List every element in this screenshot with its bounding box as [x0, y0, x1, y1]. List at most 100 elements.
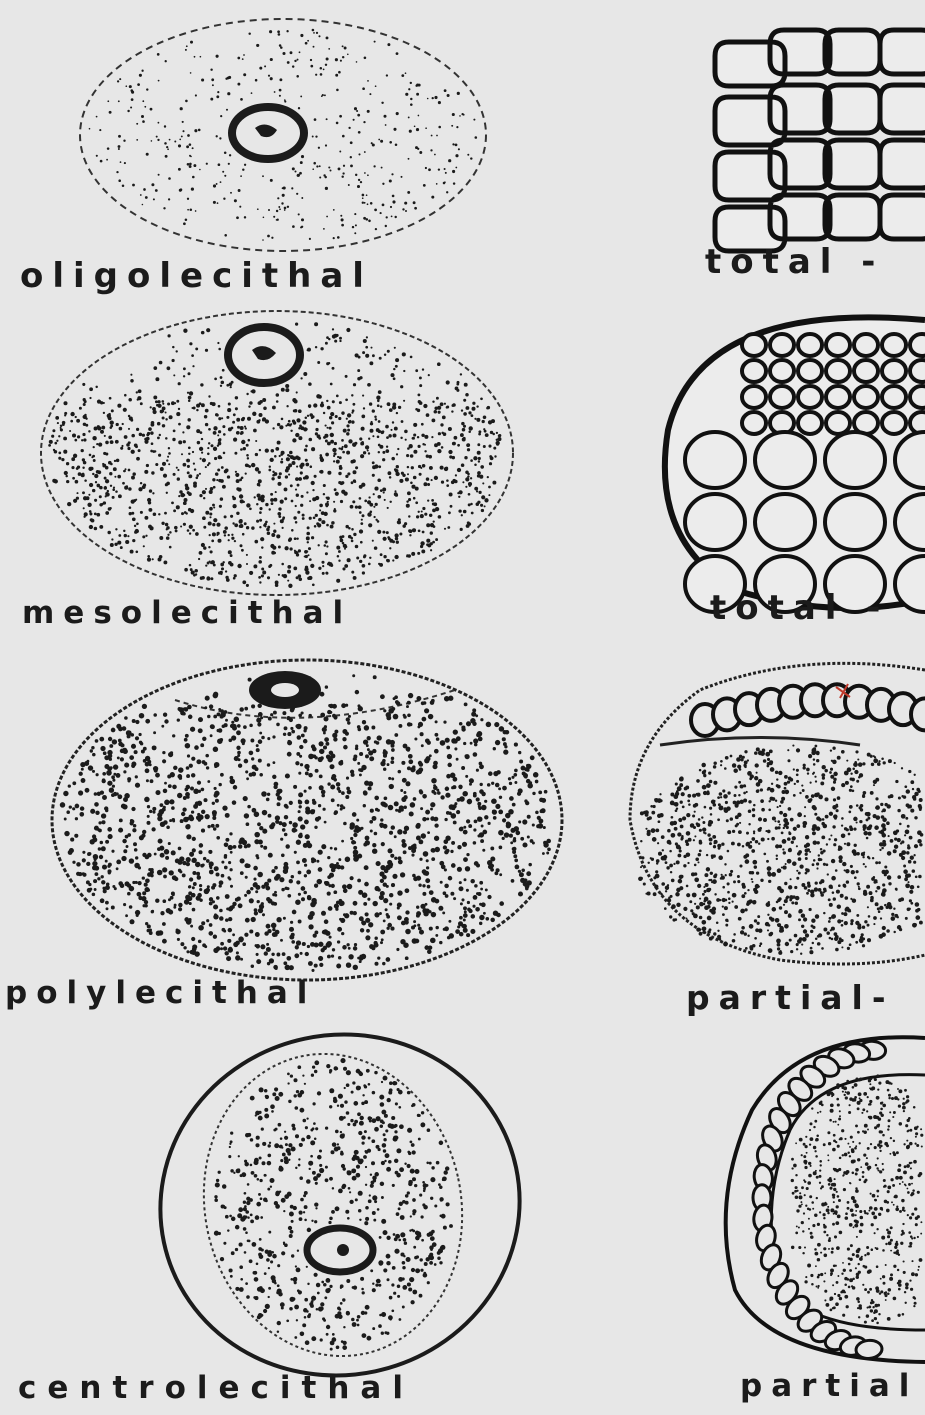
- yolk-dot: [344, 1087, 346, 1089]
- yolk-dot: [817, 841, 820, 844]
- yolk-dot: [343, 822, 347, 826]
- yolk-dot: [777, 868, 782, 873]
- yolk-dot: [226, 416, 229, 419]
- yolk-dot: [151, 140, 153, 142]
- yolk-dot: [314, 1202, 318, 1206]
- yolk-dot: [873, 758, 878, 763]
- yolk-dot: [246, 890, 251, 895]
- yolk-dot: [426, 477, 430, 481]
- yolk-dot: [443, 928, 446, 931]
- yolk-dot: [379, 357, 382, 360]
- yolk-dot: [423, 1187, 426, 1190]
- yolk-dot: [300, 1332, 305, 1337]
- yolk-dot: [311, 481, 315, 485]
- yolk-dot: [188, 715, 193, 720]
- yolk-dot: [124, 534, 127, 537]
- yolk-dot: [168, 784, 172, 788]
- yolk-dot: [117, 475, 121, 479]
- yolk-dot: [681, 792, 685, 796]
- yolk-dot: [522, 842, 527, 847]
- yolk-dot: [400, 1215, 405, 1220]
- yolk-dot: [821, 947, 824, 950]
- yolk-dot: [322, 94, 324, 96]
- yolk-dot: [344, 548, 346, 550]
- yolk-dot: [294, 825, 297, 828]
- yolk-dot: [198, 940, 202, 944]
- yolk-dot: [82, 851, 85, 854]
- yolk-dot: [302, 1323, 306, 1327]
- yolk-dot: [192, 451, 194, 453]
- yolk-dot: [402, 352, 406, 356]
- yolk-dot: [251, 965, 254, 968]
- yolk-dot: [162, 751, 165, 754]
- yolk-dot: [211, 540, 214, 543]
- yolk-dot: [395, 144, 398, 147]
- yolk-dot: [151, 471, 154, 474]
- yolk-dot: [342, 56, 344, 58]
- yolk-dot: [378, 1284, 381, 1287]
- yolk-dot: [424, 450, 426, 452]
- yolk-dot: [218, 430, 221, 433]
- yolk-dot: [356, 110, 358, 112]
- yolk-dot: [358, 1191, 363, 1196]
- yolk-dot: [240, 544, 243, 547]
- yolk-dot: [268, 209, 270, 211]
- yolk-dot: [298, 810, 301, 813]
- yolk-dot: [260, 944, 265, 949]
- yolk-dot: [658, 852, 662, 856]
- yolk-dot: [222, 171, 224, 173]
- yolk-dot: [216, 95, 219, 98]
- yolk-dot: [354, 232, 356, 234]
- yolk-dot: [189, 816, 194, 821]
- yolk-dot: [456, 126, 458, 128]
- yolk-dot: [407, 1282, 411, 1286]
- yolk-dot: [312, 29, 315, 32]
- yolk-dot: [253, 878, 256, 881]
- yolk-dot: [158, 513, 160, 515]
- yolk-dot: [338, 71, 341, 74]
- yolk-dot: [422, 892, 426, 896]
- yolk-dot: [405, 72, 407, 74]
- yolk-dot: [201, 331, 205, 335]
- yolk-dot: [252, 1242, 257, 1247]
- yolk-dot: [228, 861, 231, 864]
- yolk-dot: [336, 122, 339, 125]
- yolk-dot: [342, 1298, 345, 1301]
- yolk-dot: [444, 1170, 448, 1174]
- yolk-dot: [295, 1134, 299, 1138]
- yolk-dot: [103, 889, 107, 893]
- yolk-dot: [427, 483, 430, 486]
- yolk-dot: [332, 733, 337, 738]
- yolk-dot: [791, 901, 794, 904]
- yolk-dot: [273, 552, 276, 555]
- yolk-dot: [893, 931, 895, 933]
- yolk-dot: [277, 1264, 280, 1267]
- yolk-dot: [272, 406, 276, 410]
- yolk-dot: [910, 809, 914, 813]
- yolk-dot: [102, 464, 106, 468]
- yolk-dot: [868, 915, 871, 918]
- yolk-dot: [332, 328, 334, 330]
- yolk-dot: [400, 437, 402, 439]
- yolk-dot: [427, 831, 430, 834]
- yolk-dot: [760, 799, 764, 803]
- yolk-dot: [224, 152, 227, 155]
- yolk-dot: [178, 707, 182, 711]
- yolk-dot: [208, 931, 213, 936]
- yolk-dot: [480, 397, 483, 400]
- yolk-dot: [316, 394, 320, 398]
- yolk-dot: [224, 515, 227, 518]
- yolk-dot: [253, 1271, 257, 1275]
- yolk-dot: [396, 701, 400, 705]
- yolk-dot: [178, 903, 182, 907]
- yolk-dot: [694, 864, 697, 867]
- yolk-dot: [300, 763, 303, 766]
- yolk-dot: [422, 464, 426, 468]
- yolk-dot: [306, 532, 310, 536]
- yolk-dot: [333, 1097, 337, 1101]
- yolk-dot: [347, 558, 351, 562]
- yolk-dot: [217, 91, 219, 93]
- yolk-dot: [212, 523, 215, 526]
- yolk-dot: [291, 730, 295, 734]
- yolk-dot: [712, 907, 716, 911]
